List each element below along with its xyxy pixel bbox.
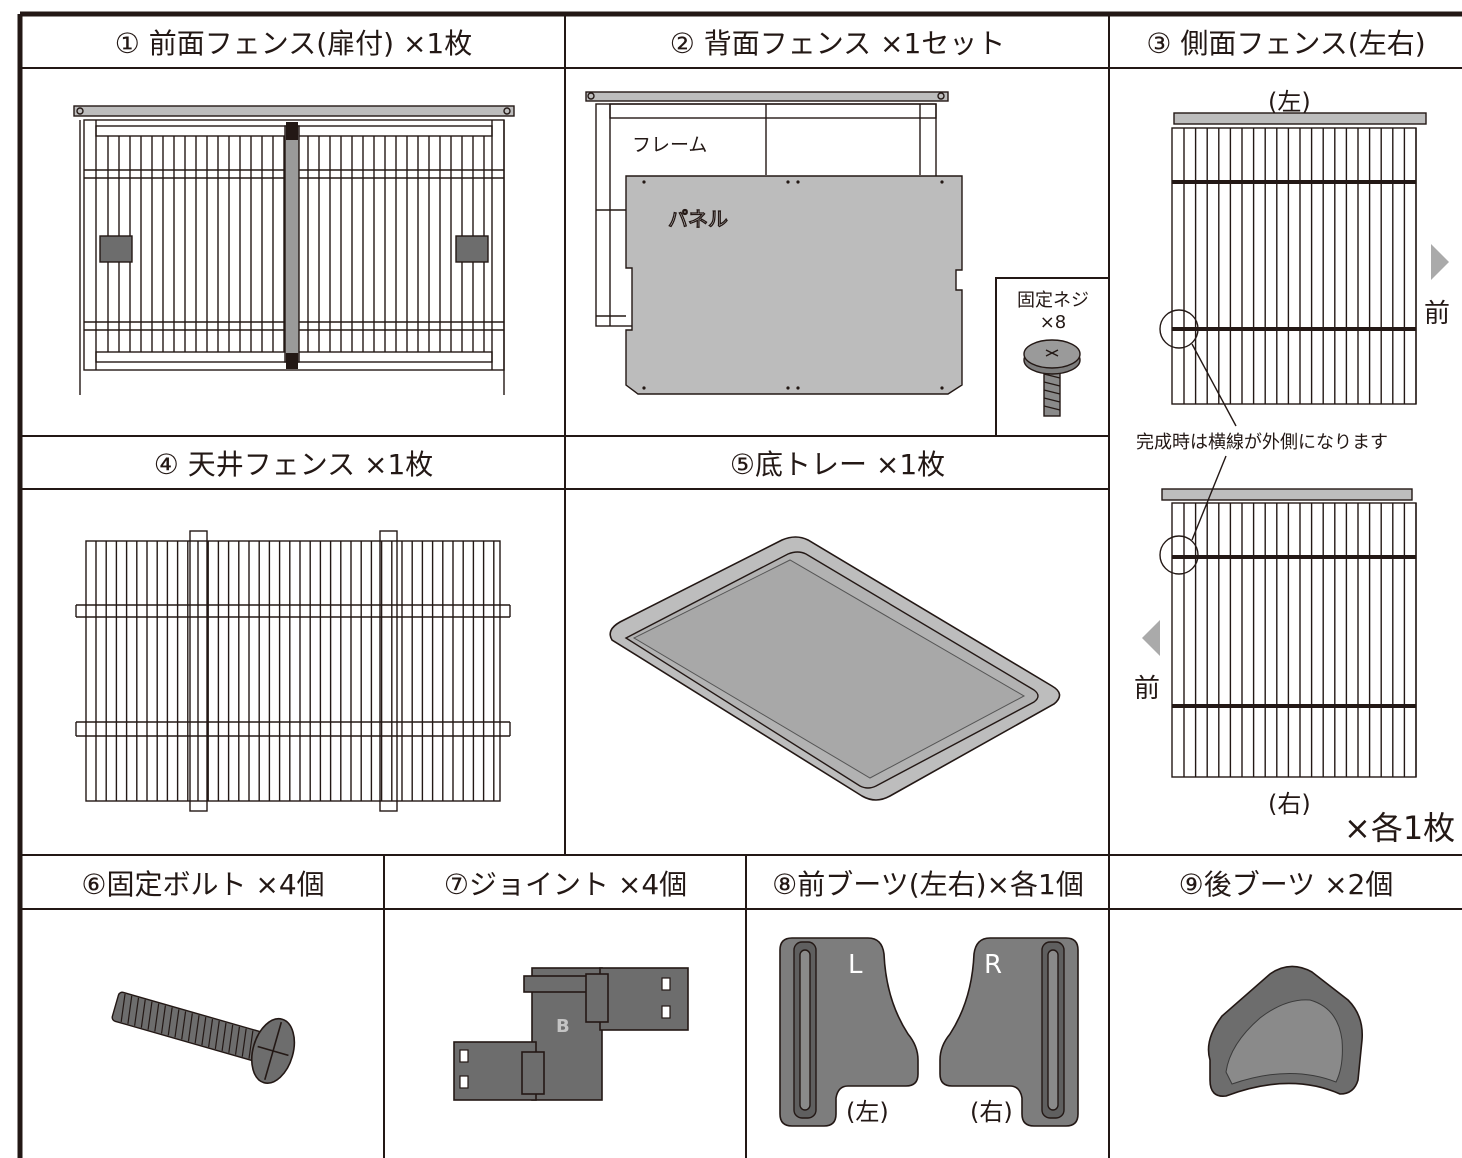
side-right-label: (右) (1268, 790, 1311, 818)
side-left-label: (左) (1268, 88, 1311, 116)
front-direction-top: 前 (1424, 299, 1451, 329)
fixing-bolt-title: ⑥固定ボルト ×4個 (81, 868, 325, 901)
screw-count: ×8 (1039, 312, 1067, 333)
joint-logo: B (556, 1016, 570, 1037)
boot-right-letter: R (984, 950, 1003, 980)
front-boots-title: ⑧前ブーツ(左右)×各1個 (772, 868, 1084, 901)
screw-label: 固定ネジ (1017, 290, 1089, 311)
arrow-left-icon (1142, 620, 1160, 656)
boot-left-label: (左) (846, 1098, 889, 1126)
side-fence-title: ③ 側面フェンス(左右) (1146, 27, 1426, 60)
side-fence-quantity: ×各1枚 (1344, 809, 1456, 847)
arrow-right-icon (1431, 244, 1449, 280)
side-fence-note: 完成時は横線が外側になります (1136, 432, 1388, 453)
rear-boots-title: ⑨後ブーツ ×2個 (1178, 868, 1394, 901)
joint-title: ⑦ジョイント ×4個 (443, 868, 688, 901)
back-fence-title: ② 背面フェンス ×1セット (669, 27, 1006, 60)
frame-label: フレーム (632, 134, 708, 156)
ceiling-fence-title: ④ 天井フェンス ×1枚 (153, 448, 434, 481)
front-fence-title: ① 前面フェンス(扉付) ×1枚 (114, 27, 473, 60)
panel-label: パネル (668, 207, 729, 232)
boot-left-letter: L (848, 950, 863, 980)
front-direction-bottom: 前 (1134, 674, 1161, 704)
boot-right-label: (右) (970, 1098, 1013, 1126)
bottom-tray-title: ⑤底トレー ×1枚 (729, 448, 946, 481)
